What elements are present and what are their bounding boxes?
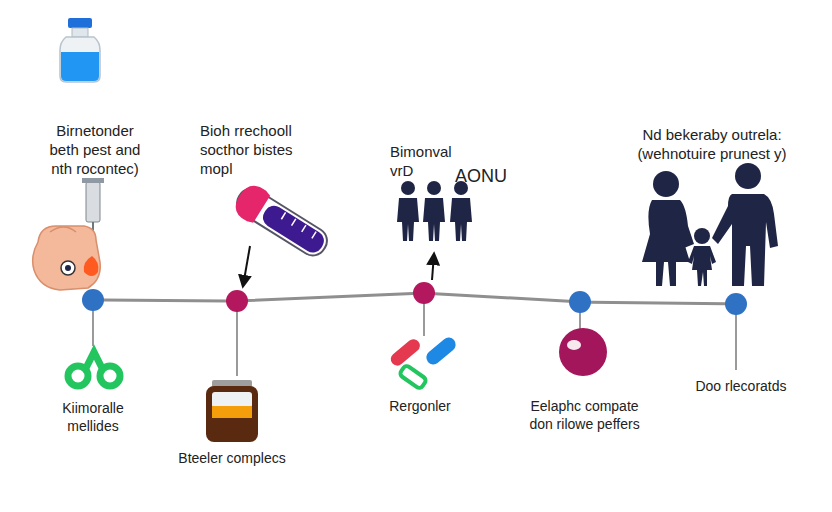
bottle-liquid <box>61 52 99 81</box>
woman-body <box>642 200 694 286</box>
tool-ring <box>100 366 120 386</box>
stem-line <box>579 312 581 330</box>
tick <box>292 219 296 226</box>
timeline-dot: Eelaphc compate don rilowe peffers <box>569 291 591 313</box>
milestone-heading: Bimonval vrD <box>390 143 466 181</box>
person-head <box>427 181 441 195</box>
milestone-label: Bteeler complecs <box>152 450 312 468</box>
jar-liquid <box>212 406 252 418</box>
stem-line <box>735 314 737 370</box>
hand-shape <box>33 226 101 290</box>
pointer-arrow <box>243 246 250 286</box>
milestone-label: AONU <box>455 165 535 188</box>
bottle-neck <box>72 28 88 37</box>
pill <box>399 365 427 390</box>
timeline-dot: Bioh rrechooll socthor bistes moplBteele… <box>226 290 248 312</box>
man-body <box>712 194 778 286</box>
syringe-barrel <box>86 182 100 222</box>
tool-ring <box>68 366 88 386</box>
sphere-icon <box>559 328 607 376</box>
stem-line <box>236 311 238 376</box>
bottle-cap <box>68 18 92 28</box>
finger-line <box>50 227 76 232</box>
woman-head <box>653 171 679 197</box>
milestone-label: Doo rlecoratds <box>676 378 806 396</box>
person-body <box>397 198 419 241</box>
eye-pupil <box>65 265 71 271</box>
bottle-body <box>60 37 100 82</box>
hand-syringe-icon <box>33 178 104 290</box>
sphere-body <box>559 328 607 376</box>
child-head <box>694 228 710 244</box>
test-tube-icon <box>230 180 334 264</box>
person-body <box>423 198 445 241</box>
jar-window <box>212 392 252 408</box>
people-icon <box>397 181 472 241</box>
pill <box>388 336 422 368</box>
eye-mark <box>61 261 75 275</box>
milestone-heading: Birnetonder beth pest and nth rocontec) <box>42 122 148 178</box>
milestone-heading: Nd bekeraby outrela: (wehnotuire prunest… <box>622 126 802 164</box>
milestone-label: Rergonler <box>360 398 480 416</box>
drop-shape <box>84 256 99 276</box>
family-icon <box>642 163 778 286</box>
bottle-icon <box>60 18 100 82</box>
child-body <box>688 246 716 286</box>
timeline-dot: Nd bekeraby outrela: (wehnotuire prunest… <box>725 293 747 315</box>
tube-cap <box>230 180 271 225</box>
timeline-segment <box>248 293 413 300</box>
tube-liquid <box>259 202 327 256</box>
sphere-highlight <box>567 340 581 350</box>
timeline-dot: Birnetonder beth pest and nth rocontec)K… <box>82 289 104 311</box>
tick <box>281 212 285 219</box>
pill <box>423 335 458 368</box>
timeline-dot: Bimonval vrDAONURergonler <box>413 282 435 304</box>
milestone-heading: Bioh rrechooll socthor bistes mopl <box>200 122 316 178</box>
tool-bridge <box>86 352 102 368</box>
timeline-segment <box>591 302 725 304</box>
jar-body <box>206 386 258 442</box>
green-tool-icon <box>68 352 120 386</box>
tick <box>312 232 316 239</box>
stem-line <box>423 303 425 336</box>
stem-lines <box>93 303 736 376</box>
timeline-segment <box>435 294 569 302</box>
timeline-segment <box>104 299 226 303</box>
tick <box>302 225 306 232</box>
milestone-label: Eelaphc compate don rilowe peffers <box>522 398 647 433</box>
jar-icon <box>206 380 258 442</box>
milestone-label: Kiimoralle mellides <box>43 400 143 435</box>
person-head <box>401 181 415 195</box>
tube-ticks <box>281 212 316 238</box>
person-body <box>450 198 472 241</box>
pills-icon <box>388 335 458 390</box>
stem-line <box>92 310 94 346</box>
pointer-arrow <box>432 254 434 280</box>
syringe-plunger <box>82 178 104 183</box>
man-head <box>735 163 761 189</box>
